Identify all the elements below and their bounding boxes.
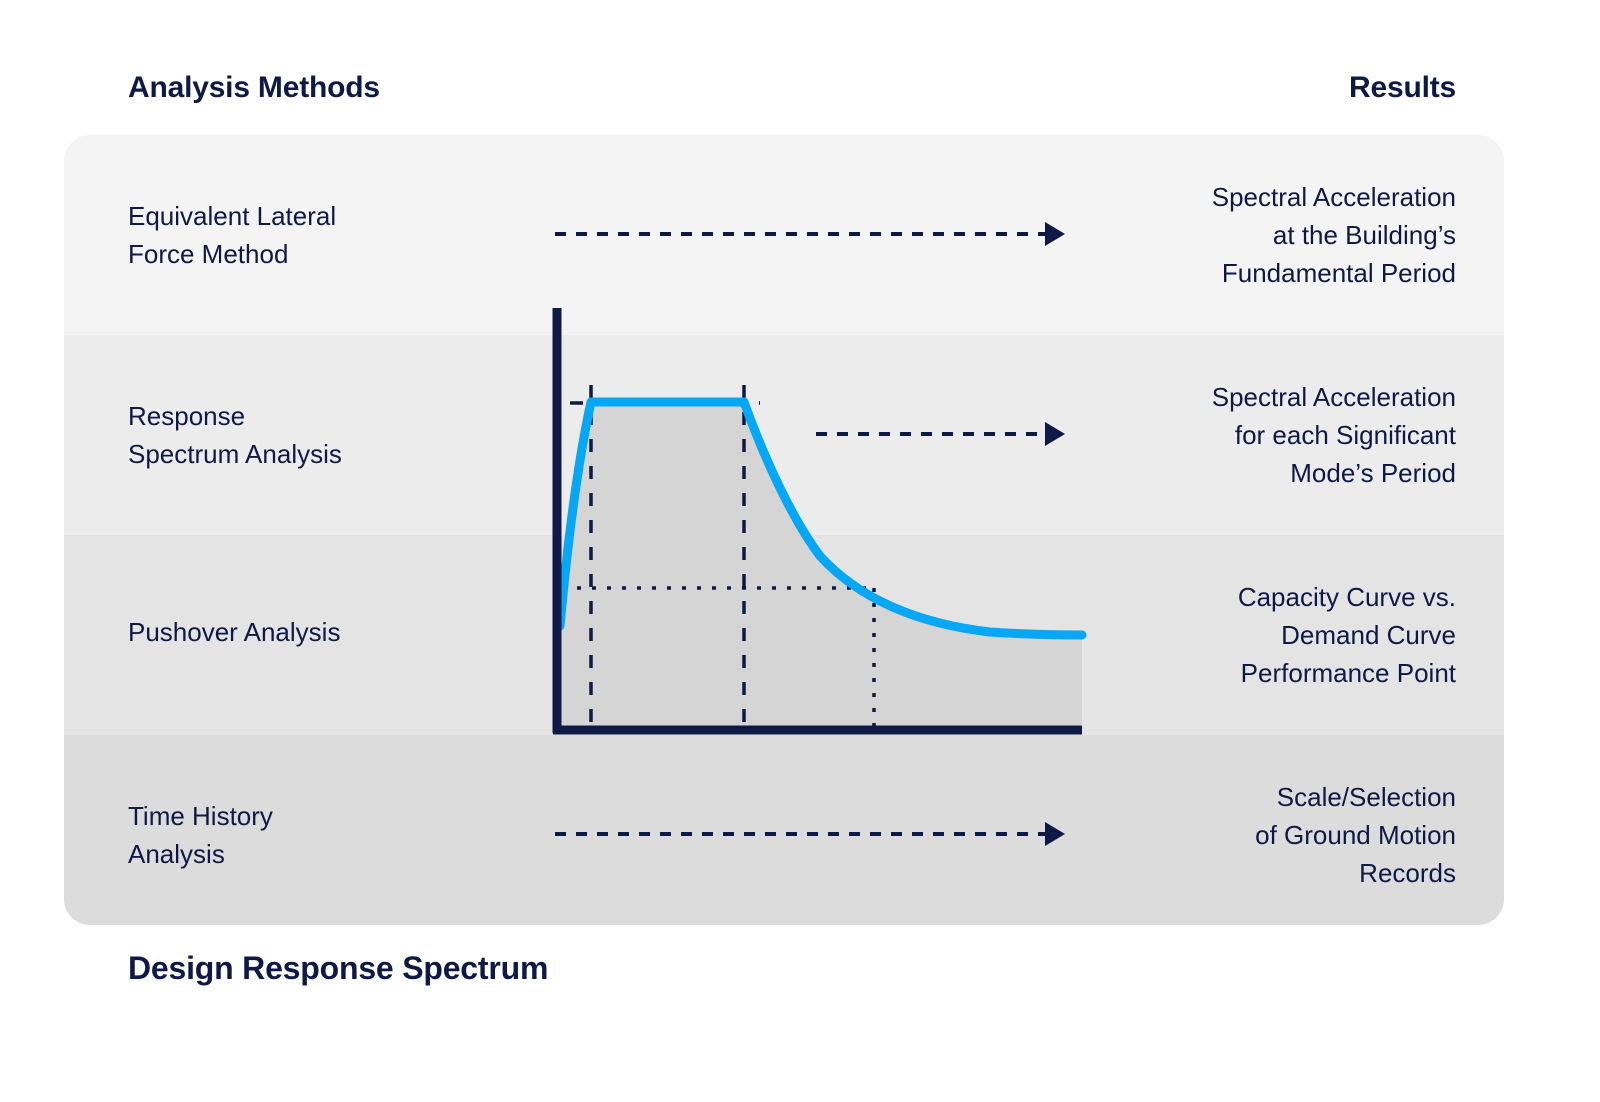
arrow-head-icon bbox=[1045, 822, 1065, 846]
method-label-pushover: Pushover Analysis bbox=[128, 617, 341, 647]
result-label-capacity-demand: Capacity Curve vs. Demand Curve Performa… bbox=[1237, 582, 1456, 688]
arrow-head-icon bbox=[1045, 422, 1065, 446]
arrow-head-icon bbox=[1045, 222, 1065, 246]
methods-results-card: Equivalent Lateral Force Method Response… bbox=[64, 135, 1504, 925]
page-title-results: Results bbox=[1349, 71, 1456, 104]
method-label-equivalent-lateral-force: Equivalent Lateral Force Method bbox=[128, 201, 337, 269]
arrow-shaft bbox=[816, 432, 1046, 436]
arrow-shaft bbox=[555, 232, 1046, 236]
result-label-ground-motion-records: Scale/Selection of Ground Motion Records bbox=[1255, 782, 1456, 888]
chart-caption-title: Design Response Spectrum bbox=[128, 950, 549, 986]
result-label-spectral-acceleration-fundamental: Spectral Acceleration at the Building’s … bbox=[1211, 182, 1456, 288]
result-label-spectral-acceleration-modes: Spectral Acceleration for each Significa… bbox=[1211, 382, 1456, 488]
page-title-analysis-methods: Analysis Methods bbox=[128, 71, 380, 104]
method-label-response-spectrum: Response Spectrum Analysis bbox=[128, 401, 342, 469]
dashed-arrow-right-row-1 bbox=[555, 222, 1065, 246]
header: Analysis Methods Results bbox=[128, 64, 1456, 112]
row-band-time-history bbox=[64, 735, 1504, 925]
arrow-shaft bbox=[555, 832, 1046, 836]
dashed-arrow-right-row-2 bbox=[816, 422, 1065, 446]
method-label-time-history: Time History Analysis bbox=[128, 801, 273, 869]
dashed-arrow-right-row-4 bbox=[555, 822, 1065, 846]
